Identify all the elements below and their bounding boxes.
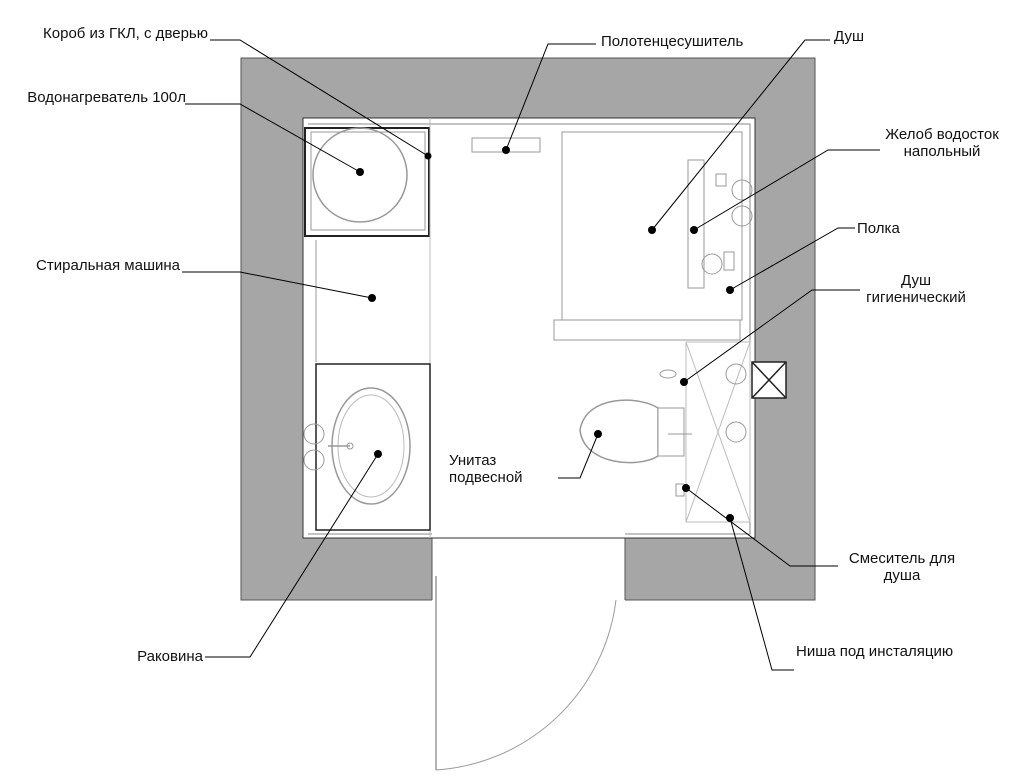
shower-head — [701, 253, 723, 275]
leader-towel-dryer — [505, 43, 596, 151]
dot-sink — [374, 450, 382, 458]
label-floor-drain: Желоб водосток напольный — [872, 126, 1012, 160]
dot-installation-niche — [726, 514, 734, 522]
leader-shower — [651, 39, 830, 231]
dot-washing-machine — [368, 294, 376, 302]
dot-floor-drain — [690, 226, 698, 234]
leader-water-heater — [185, 103, 361, 173]
dot-box-gkl — [424, 152, 432, 160]
label-toilet: Унитаз подвесной — [449, 452, 523, 486]
leader-toilet — [558, 433, 599, 479]
leader-sink — [205, 453, 379, 658]
leader-lines — [182, 39, 880, 671]
door — [435, 576, 617, 771]
sink-cabinet — [303, 363, 431, 531]
label-floor-drain-line1: Желоб водосток — [885, 126, 999, 143]
label-shelf: Полка — [857, 220, 900, 237]
label-water-heater: Водонагреватель 100л — [27, 89, 186, 106]
niche-diag-2 — [685, 341, 751, 523]
label-hygienic-shower-line1: Душ — [900, 272, 932, 289]
dot-shower-mixer — [682, 484, 690, 492]
leader-dots — [356, 146, 734, 522]
label-towel-dryer: Полотенцесушитель — [601, 33, 744, 50]
dot-water-heater — [356, 168, 364, 176]
dot-towel-dryer — [502, 146, 510, 154]
label-shower-mixer-line2: душа — [883, 567, 921, 584]
shower-fixture-1 — [731, 179, 753, 201]
dot-shower — [648, 226, 656, 234]
dot-toilet — [594, 430, 602, 438]
label-hygienic-shower-line2: гигиенический — [866, 289, 966, 306]
shower-mixer-body-2 — [723, 251, 735, 271]
shower-step — [553, 319, 741, 341]
toilet-tank — [657, 407, 685, 457]
toilet-bowl — [579, 399, 659, 464]
label-toilet-line1: Унитаз — [449, 452, 497, 469]
sink-counter — [315, 363, 431, 531]
toilet-zone — [579, 341, 751, 523]
leader-hygienic-shower — [683, 289, 860, 383]
hygienic-shower-head — [659, 369, 677, 379]
door-swing-arc — [435, 599, 617, 771]
label-sink: Раковина — [137, 648, 203, 665]
label-shower-mixer-line1: Смеситель для — [848, 550, 956, 567]
vent-cross-2 — [751, 361, 787, 399]
shower-fixture-2 — [731, 205, 753, 227]
water-heater-shape — [312, 127, 408, 223]
sink-tap-2 — [303, 449, 325, 471]
inner-finish-line — [308, 123, 751, 535]
gkl-box-inner — [310, 131, 426, 231]
gkl-box — [304, 127, 430, 237]
door-opening — [432, 538, 625, 601]
label-shower: Душ — [834, 28, 865, 45]
label-washing-machine: Стиральная машина — [36, 257, 180, 274]
leader-shelf — [729, 227, 855, 291]
dot-shelf — [726, 286, 734, 294]
label-shower-mixer: Смеситель для душа — [832, 550, 972, 584]
shower-mixer-body — [715, 173, 727, 187]
niche-pipe-1 — [725, 363, 747, 385]
sink-faucet-head — [346, 442, 354, 450]
leader-washing-machine — [182, 271, 373, 299]
label-installation-niche: Ниша под инсталяцию — [796, 643, 954, 660]
label-toilet-line2: подвесной — [449, 469, 523, 486]
leader-floor-drain — [693, 149, 880, 231]
leader-box-gkl — [210, 39, 429, 157]
leader-installation-niche — [729, 517, 794, 671]
leader-shower-mixer — [685, 487, 838, 567]
sink-tap-1 — [303, 423, 325, 445]
label-floor-drain-line2: напольный — [903, 143, 981, 160]
label-hygienic-shower: Душ гигиенический — [856, 272, 976, 306]
installation-niche-shape — [685, 341, 751, 523]
floor-drain — [687, 159, 705, 289]
niche-pipe-2 — [725, 421, 747, 443]
dot-hygienic-shower — [680, 378, 688, 386]
label-box-gkl: Короб из ГКЛ, с дверью — [43, 25, 208, 42]
